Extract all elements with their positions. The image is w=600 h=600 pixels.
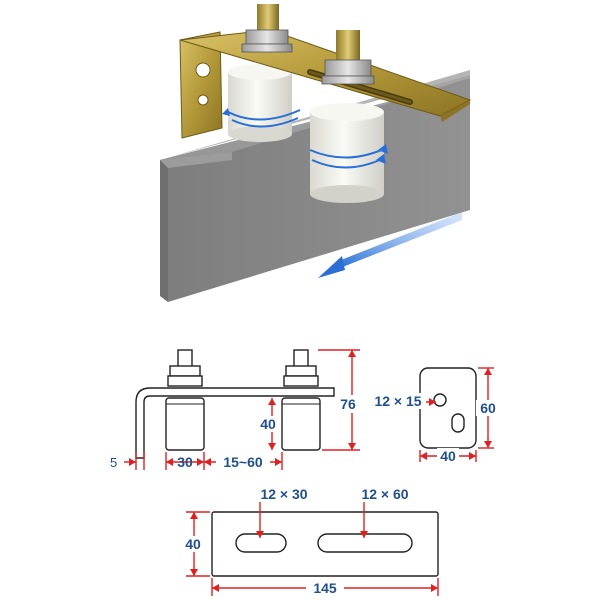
- side-bracket: [135, 387, 335, 459]
- end-plate: [419, 367, 477, 449]
- dim-top-slot-left-label: 12 × 30: [260, 486, 307, 502]
- dim-roller-width-label: 30: [177, 454, 193, 470]
- dim-top-length-label: 145: [313, 580, 337, 596]
- front-roller: [309, 103, 388, 203]
- side-bolt-right: [293, 349, 309, 369]
- dim-roller-spacing-label: 15~60: [223, 454, 263, 470]
- end-hole-slot: [451, 413, 465, 433]
- side-nut-right: [285, 365, 317, 377]
- top-slot-right: [317, 533, 413, 553]
- end-view-drawing: 12 × 15 60 40: [372, 367, 500, 464]
- product-illustration: [160, 4, 472, 302]
- rear-roller: [222, 64, 301, 142]
- side-nut-left-lower: [167, 375, 203, 387]
- dim-roller-height-label: 40: [260, 416, 276, 432]
- dim-end-width: 40: [419, 448, 477, 464]
- dim-total-height: 76: [318, 349, 364, 451]
- top-slot-left: [235, 533, 287, 553]
- dim-bracket-thickness: 5: [110, 452, 145, 470]
- side-bolt-left: [177, 349, 193, 369]
- end-hole-round: [433, 393, 447, 407]
- dim-end-slot-label: 12 × 15: [374, 393, 421, 409]
- dim-total-height-label: 76: [340, 396, 356, 412]
- dim-bracket-thickness-label: 5: [110, 455, 117, 470]
- dim-top-height-label: 40: [185, 536, 201, 552]
- side-roller-right: [281, 397, 321, 451]
- dim-roller-width: 30: [165, 452, 205, 470]
- dim-top-height: 40: [180, 511, 210, 577]
- side-roller-left: [165, 397, 205, 451]
- dim-end-slot: 12 × 15: [372, 393, 436, 409]
- bolt-left: [241, 4, 293, 53]
- top-view-drawing: 12 × 30 12 × 60 40 145: [180, 486, 439, 596]
- side-view-drawing: 5 30 15~60 40: [110, 349, 364, 470]
- dim-top-length: 145: [211, 578, 439, 596]
- dim-top-slot-right: 12 × 60: [360, 486, 409, 538]
- dim-top-slot-left: 12 × 30: [256, 486, 308, 538]
- dim-roller-height: 40: [257, 398, 281, 450]
- dim-end-height-label: 60: [480, 400, 496, 416]
- motion-arrow: [318, 212, 462, 278]
- side-nut-right-lower: [283, 375, 319, 387]
- dim-end-height: 60: [476, 367, 500, 449]
- dim-end-width-label: 40: [440, 448, 456, 464]
- bolt-right: [321, 30, 375, 85]
- side-nut-left: [169, 365, 201, 377]
- dim-top-slot-right-label: 12 × 60: [361, 486, 408, 502]
- dim-roller-spacing: 15~60: [204, 452, 283, 470]
